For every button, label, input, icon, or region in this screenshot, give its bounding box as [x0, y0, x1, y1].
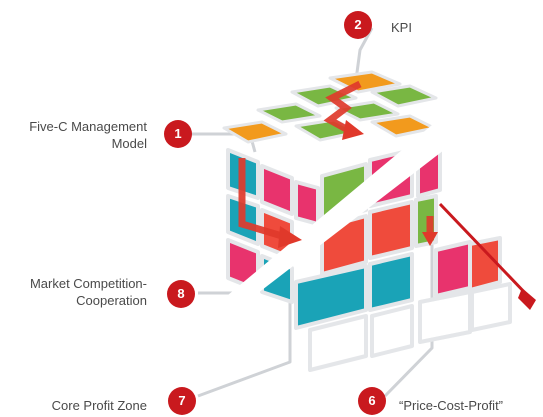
label-kpi: KPI: [391, 20, 412, 35]
label-five-c-line2: Model: [111, 136, 147, 151]
badge-8: 8: [167, 280, 195, 308]
label-market-competition: Market Competition- Cooperation: [0, 275, 147, 309]
label-five-c-line1: Five-C Management: [29, 119, 147, 134]
badge-1: 1: [164, 120, 192, 148]
red-line-tail: [518, 288, 536, 310]
label-core-profit-zone: Core Profit Zone: [51, 398, 147, 413]
badge-2: 2: [344, 11, 372, 39]
label-market-line2: Cooperation: [76, 293, 147, 308]
label-market-line1: Market Competition-: [29, 276, 147, 291]
label-price-cost-profit: “Price-Cost-Profit”: [399, 398, 504, 413]
cube-top-face: [222, 70, 438, 144]
connector-lines: [190, 27, 434, 398]
badge-7: 7: [168, 387, 196, 415]
path-arrows: [238, 80, 434, 240]
badge-6: 6: [358, 387, 386, 415]
label-five-c: Five-C Management Model: [0, 118, 147, 152]
arrowheads: [278, 120, 438, 248]
red-diagonal-line: [438, 202, 530, 298]
white-diagonal-band: [210, 120, 470, 310]
